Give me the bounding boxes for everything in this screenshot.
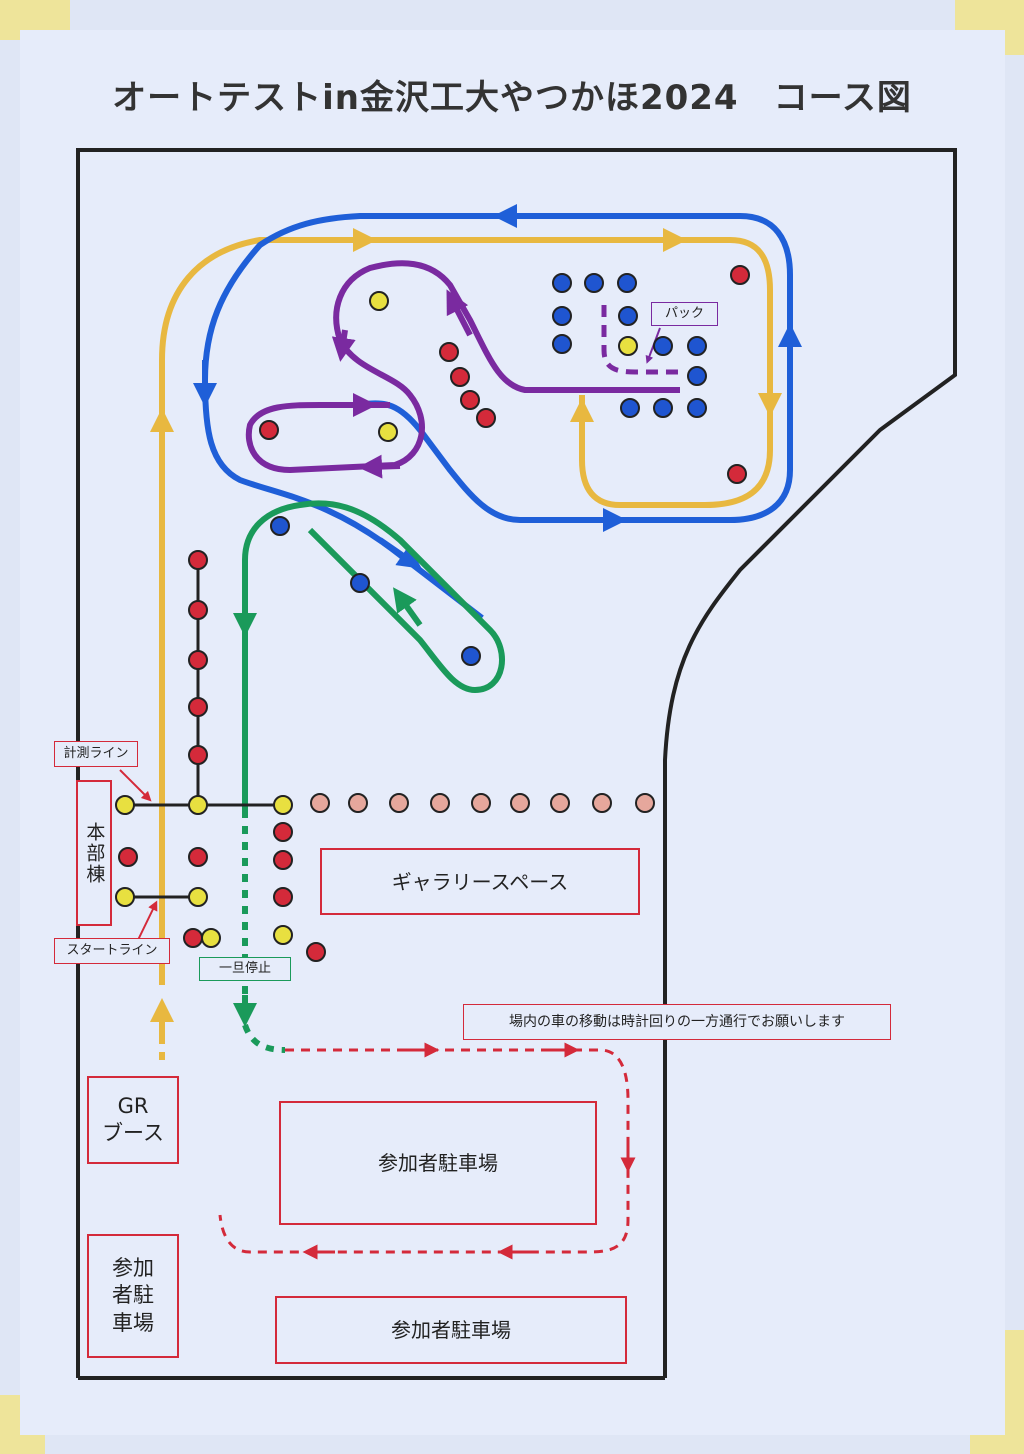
pack-label: パック	[651, 302, 718, 326]
pink-cones	[310, 793, 655, 813]
venue-boundary	[76, 148, 957, 1378]
yellow-cones	[115, 291, 638, 948]
start-line-label: スタートライン	[54, 938, 170, 964]
gallery-space-label: ギャラリースペース	[320, 848, 640, 915]
parking-left-line1: 参加	[112, 1256, 154, 1281]
gr-booth-label: GR ブース	[87, 1076, 179, 1164]
notice-one-way: 場内の車の移動は時計回りの一方通行でお願いします	[463, 1004, 891, 1040]
cones	[115, 265, 750, 962]
blue-route	[193, 204, 802, 621]
measure-line-label: 計測ライン	[54, 741, 138, 767]
parking-left-label: 参加 者駐 車場	[87, 1234, 179, 1358]
red-route	[218, 1042, 636, 1260]
blue-cones	[270, 273, 707, 666]
red-cones	[118, 265, 750, 962]
parking-left-line3: 車場	[112, 1310, 154, 1335]
start-line-pointer	[137, 900, 158, 941]
stop-label: 一旦停止	[199, 957, 291, 981]
gr-booth-line1: GR	[117, 1093, 149, 1118]
purple-route	[245, 260, 680, 479]
measure-line-pointer	[119, 769, 152, 802]
page-title: オートテストin金沢工大やつかほ2024 コース図	[112, 78, 912, 118]
gr-booth-line2: ブース	[102, 1121, 164, 1145]
parking-left-line2: 者駐	[112, 1283, 154, 1308]
headquarters-label: 本部棟	[76, 780, 112, 926]
yellow-route	[150, 228, 782, 1060]
parking-upper-label: 参加者駐車場	[279, 1101, 597, 1225]
parking-lower-label: 参加者駐車場	[275, 1296, 627, 1364]
